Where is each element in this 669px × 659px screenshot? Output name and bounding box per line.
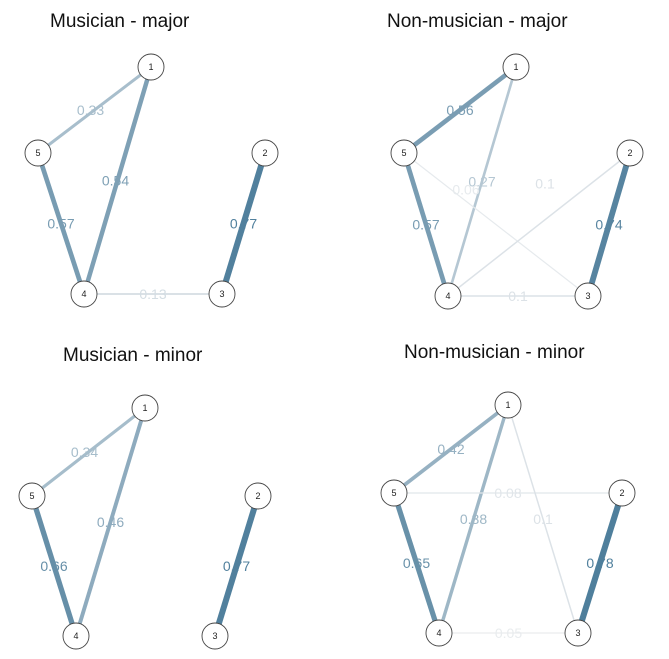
node-label: 5 (29, 491, 34, 501)
node-1 (131, 394, 159, 422)
node-1 (137, 53, 165, 81)
node-label: 5 (391, 488, 396, 498)
edge-weight-label: 0.77 (223, 558, 250, 574)
edge-2-3 (212, 495, 261, 637)
node-label: 1 (513, 62, 518, 72)
edge-weight-label: 0.38 (460, 511, 487, 527)
node-2 (251, 139, 279, 167)
edge-weight-label: 0.54 (102, 173, 129, 189)
edge-weight-label: 0.13 (139, 286, 166, 302)
edge-1-3 (507, 404, 579, 634)
node-label: 3 (575, 628, 580, 638)
node-5 (18, 482, 46, 510)
edge-weight-label: 0.1 (533, 511, 553, 527)
panel-non-musician-minor: Non-musician - minor 0.42 0.38 0.65 0.08 0.1… (380, 342, 636, 647)
node-label: 2 (627, 148, 632, 158)
edge-weight-label: 0.66 (40, 558, 67, 574)
node-1 (494, 391, 522, 419)
edge-weight-label: 0.56 (446, 102, 473, 118)
node-label: 4 (81, 289, 86, 299)
edge-4-1 (74, 407, 147, 637)
edge-weight-label: 0.57 (412, 217, 439, 233)
node-1 (502, 53, 530, 81)
node-label: 2 (619, 488, 624, 498)
edge-5-4 (29, 495, 79, 637)
edge-4-1 (437, 404, 510, 634)
panel-title: Musician - minor (63, 345, 203, 366)
edge-5-1 (37, 65, 152, 155)
edge-weight-label: 0.57 (47, 216, 74, 232)
panel-title: Non-musician - major (387, 11, 568, 32)
edge-4-1 (81, 66, 154, 295)
node-5 (390, 139, 418, 167)
node-3 (201, 622, 229, 650)
node-5 (24, 139, 52, 167)
edge-4-2 (447, 152, 631, 297)
node-3 (564, 619, 592, 647)
edge-weight-label: 0.65 (403, 555, 430, 571)
edge-weight-label: 0.33 (77, 102, 104, 118)
panel-title: Musician - major (50, 11, 190, 32)
edge-5-3 (403, 152, 589, 297)
edge-5-1 (31, 406, 146, 498)
node-label: 4 (73, 631, 78, 641)
node-2 (616, 139, 644, 167)
edge-weight-label: 0.42 (437, 441, 464, 457)
node-3 (574, 282, 602, 310)
node-label: 3 (219, 289, 224, 299)
edge-2-3 (585, 152, 633, 297)
node-label: 1 (505, 400, 510, 410)
node-label: 3 (585, 291, 590, 301)
edge-weight-label: 0.27 (468, 174, 495, 190)
edge-2-3 (219, 152, 268, 295)
node-label: 3 (212, 631, 217, 641)
node-2 (608, 479, 636, 507)
node-label: 1 (148, 62, 153, 72)
edge-5-1 (402, 65, 518, 155)
edge-weight-label: 0.74 (595, 217, 622, 233)
node-5 (380, 479, 408, 507)
edge-4-1 (446, 66, 518, 297)
panel-musician-major: Musician - major 0.33 0.54 0.57 0.77 0.13 1 2 3… (24, 11, 279, 308)
panel-musician-minor: Musician - minor 0.34 0.46 0.66 0.77 1 2 3 4 5 (18, 345, 272, 650)
edge-5-4 (401, 152, 451, 297)
edge-5-1 (392, 403, 510, 495)
edge-5-4 (391, 492, 442, 634)
node-label: 5 (35, 148, 40, 158)
edge-weight-label: 0.34 (71, 444, 98, 460)
node-4 (70, 280, 98, 308)
node-label: 1 (142, 403, 147, 413)
panel-non-musician-major: Non-musician - major 0.56 0.27 0.57 0.06 0.1… (387, 11, 644, 310)
edge-weight-label: 0.1 (508, 288, 528, 304)
edge-weight-label: 0.46 (97, 514, 124, 530)
edge-weight-label: 0.08 (494, 485, 521, 501)
node-label: 2 (262, 148, 267, 158)
node-4 (434, 282, 462, 310)
edge-weight-label: 0.78 (586, 555, 613, 571)
node-label: 4 (436, 628, 441, 638)
node-4 (62, 622, 90, 650)
node-label: 4 (445, 291, 450, 301)
node-4 (425, 619, 453, 647)
edge-weight-label: 0.1 (535, 176, 555, 192)
edge-2-3 (575, 492, 625, 634)
panel-title: Non-musician - minor (404, 342, 585, 363)
node-label: 2 (255, 491, 260, 501)
edge-weight-label: 0.77 (230, 216, 257, 232)
node-3 (208, 280, 236, 308)
node-label: 5 (401, 148, 406, 158)
edge-5-4 (35, 152, 87, 295)
node-2 (244, 482, 272, 510)
edge-weight-label: 0.06 (452, 182, 479, 198)
edge-weight-label: 0.05 (495, 625, 522, 641)
